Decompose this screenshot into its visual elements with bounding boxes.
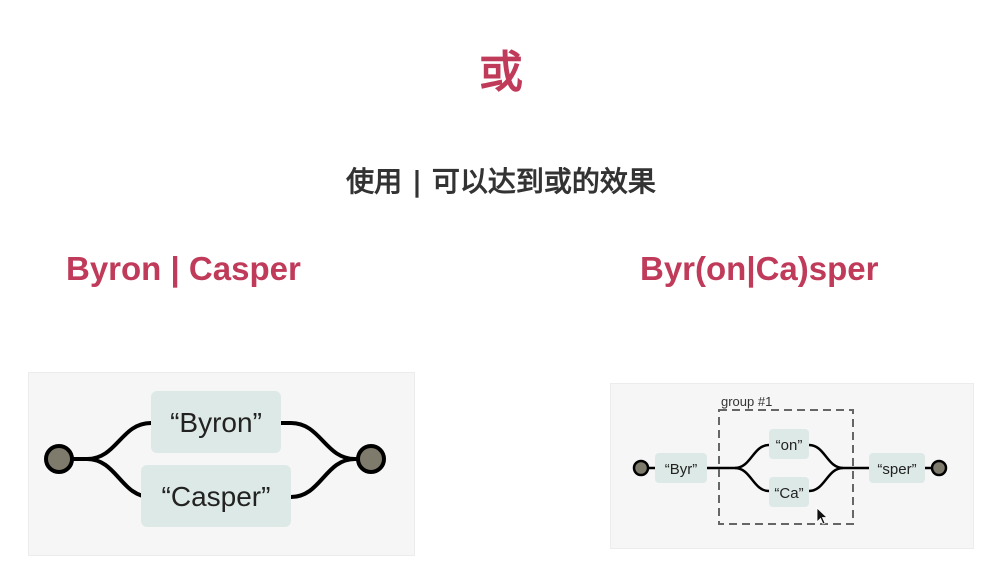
railroad-diagram-2-svg: group #1 “Byr” “on” “Ca” “sper” — [632, 394, 948, 525]
literal-text-byr: “Byr” — [665, 461, 698, 478]
option-text-casper: “Casper” — [162, 481, 271, 512]
railroad-diagram-2: group #1 “Byr” “on” “Ca” “sper” — [610, 383, 974, 549]
group-box — [718, 409, 854, 525]
connector-group-bottom-out — [808, 466, 844, 493]
diagram-2-connectors — [641, 443, 933, 493]
connector-end-bottom — [290, 457, 356, 499]
literal-box-sper — [869, 453, 925, 483]
railroad-diagram-1-svg: “Byron” “Casper” — [44, 391, 386, 527]
literal-box-on — [769, 429, 809, 459]
example-2-label: Byr(on|Ca)sper — [640, 250, 879, 287]
literal-box-byr — [655, 453, 707, 483]
connector-start-bottom — [73, 457, 152, 499]
end-node — [930, 459, 948, 477]
connector-group-top-in — [707, 443, 770, 470]
literal-box-ca — [769, 477, 809, 507]
page-subtitle: 使用 | 可以达到或的效果 — [346, 165, 656, 198]
page-title: 或 — [479, 47, 523, 98]
literal-text-ca: “Ca” — [774, 485, 803, 502]
literal-text-sper: “sper” — [877, 461, 916, 478]
connector-end-top — [281, 421, 369, 461]
connector-group-bottom-in — [734, 466, 770, 493]
mouse-cursor-icon — [816, 507, 829, 525]
option-box-casper — [141, 465, 291, 527]
option-box-byron — [151, 391, 281, 453]
group-label: group #1 — [721, 394, 772, 409]
start-node — [632, 459, 650, 477]
literal-text-on: “on” — [776, 437, 803, 454]
start-node — [44, 444, 74, 474]
railroad-diagram-1: “Byron” “Casper” — [28, 372, 415, 556]
connector-group-top-out — [808, 443, 869, 470]
option-text-byron: “Byron” — [170, 407, 262, 438]
example-1-label: Byron | Casper — [66, 250, 301, 287]
connector-start-top — [73, 421, 159, 461]
end-node — [356, 444, 386, 474]
